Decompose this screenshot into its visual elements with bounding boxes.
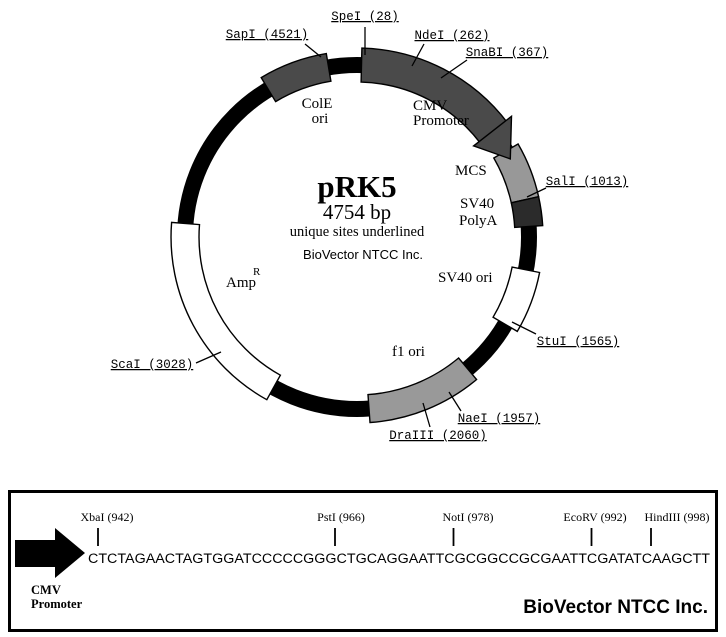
feature-label-amp-superscript: R — [253, 266, 261, 278]
sv40-polya-segment — [510, 195, 544, 229]
feature-label-cmv-line1: CMV — [413, 98, 447, 114]
feature-label-sv40polya-line2: PolyA — [459, 213, 498, 229]
site-label-ndei: NdeI (262) — [414, 29, 489, 43]
feature-label-mcs: MCS — [455, 163, 487, 179]
site-label-stui: StuI (1565) — [537, 335, 620, 349]
cole-ori-segment — [260, 52, 332, 103]
leader-scai — [195, 351, 222, 364]
site-label-sali: SalI (1013) — [546, 175, 629, 189]
plasmid-size: 4754 bp — [323, 200, 391, 224]
site-label-sapi: SapI (4521) — [226, 28, 309, 42]
feature-label-sv40polya-line1: SV40 — [460, 196, 494, 212]
leader-sapi — [304, 43, 322, 58]
sequence-detail-box: CMV Promoter XbaI (942) PstI (966) NotI … — [8, 490, 718, 632]
leader-naei — [448, 391, 462, 412]
site-label-draiii: DraIII (2060) — [389, 429, 487, 443]
leader-snabi — [440, 59, 468, 79]
brand-text-bold: BioVector NTCC Inc. — [523, 597, 708, 618]
detail-site-ecorv: EcoRV (992) — [563, 510, 626, 524]
feature-label-f1ori: f1 ori — [392, 344, 425, 360]
detail-promoter-line1: CMV — [31, 583, 61, 597]
plasmid-title: pRK5 — [317, 169, 396, 204]
cmv-promoter-segment — [472, 114, 513, 160]
sv40-ori-segment — [492, 266, 541, 333]
feature-segments — [170, 47, 544, 424]
feature-label-amp: Amp — [226, 275, 256, 291]
brand-text-center: BioVector NTCC Inc. — [303, 247, 423, 262]
leader-stui — [511, 321, 537, 335]
feature-label-cole-line2: ori — [312, 111, 329, 127]
plasmid-circle-map: SpeI (28) NdeI (262) SnaBI (367) SalI (1… — [111, 10, 629, 443]
site-label-snabi: SnaBI (367) — [466, 46, 549, 60]
detail-site-hindiii: HindIII (998) — [645, 510, 710, 524]
cmv-promoter-segment — [360, 47, 509, 145]
detail-site-noti: NotI (978) — [443, 510, 494, 524]
site-label-spei: SpeI (28) — [331, 10, 399, 24]
detail-box-border — [8, 490, 718, 632]
leader-ndei — [411, 43, 425, 67]
feature-label-cole-line1: ColE — [302, 96, 333, 112]
amp-r-segment — [170, 221, 282, 401]
detail-site-psti: PstI (966) — [317, 510, 365, 524]
detail-promoter-line2: Promoter — [31, 597, 83, 611]
site-label-scai: ScaI (3028) — [111, 358, 194, 372]
cmv-promoter-arrow — [15, 528, 85, 578]
feature-label-cmv-line2: Promoter — [413, 113, 469, 129]
f1-ori-segment — [367, 357, 478, 424]
detail-site-xbai: XbaI (942) — [81, 510, 134, 524]
nucleotide-sequence: CTCTAGAACTAGTGGATCCCCCGGGCTGCAGGAATTCGCG… — [88, 551, 710, 566]
leader-draiii — [422, 402, 431, 428]
plasmid-note: unique sites underlined — [290, 224, 425, 240]
leader-sali — [526, 187, 547, 198]
feature-label-sv40ori: SV40 ori — [438, 270, 493, 286]
site-label-naei: NaeI (1957) — [458, 412, 541, 426]
